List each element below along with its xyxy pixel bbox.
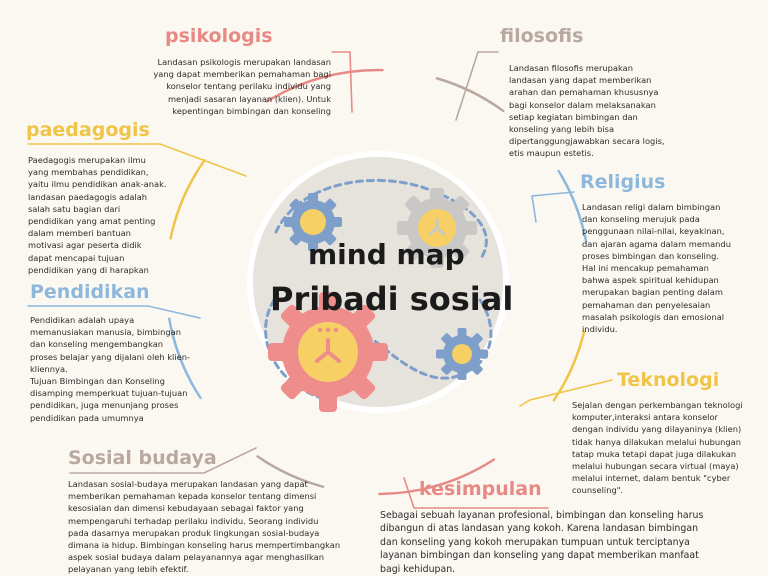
pendidikan-text: Pendidikan adalah upaya memanusiakan man… xyxy=(30,315,191,423)
connector-filosofis xyxy=(455,51,499,121)
religius-title: Religius xyxy=(580,171,666,193)
center-title-line2: Pribadi sosial xyxy=(270,280,514,318)
connector-sosial-budaya xyxy=(69,447,257,474)
psikologis-text: Landasan psikologis merupakan landasan y… xyxy=(153,57,331,116)
connector-pendidikan xyxy=(27,305,201,319)
sosial-budaya-title: Sosial budaya xyxy=(68,447,217,469)
kesimpulan-text: Sebagai sebuah layanan profesional, bimb… xyxy=(380,510,704,575)
sosial-budaya-text: Landasan sosial-budaya merupakan landasa… xyxy=(68,479,341,575)
gear-gray-icon xyxy=(397,188,477,268)
connector-religius xyxy=(531,191,575,223)
connector-psikologis xyxy=(331,51,353,113)
religius-text: Landasan religi dalam bimbingan dan kons… xyxy=(582,202,731,335)
paedagogis-title: paedagogis xyxy=(26,119,150,141)
connector-kesimpulan xyxy=(403,477,549,509)
center-title-line1: mind map xyxy=(308,238,465,271)
gear-blue-small-icon xyxy=(436,328,488,380)
outer-ring xyxy=(164,68,592,496)
psikologis-title: psikologis xyxy=(165,25,273,47)
gear-pink-large-icon xyxy=(268,292,388,412)
paedagogis-text: Paedagogis merupakan ilmu yang membahas … xyxy=(28,155,167,275)
filosofis-text: Landasan filosofis merupakan landasan ya… xyxy=(509,63,665,159)
teknologi-text: Sejalan dengan perkembangan teknologi ko… xyxy=(572,400,743,496)
filosofis-title: filosofis xyxy=(500,25,584,47)
gear-yellow-small-icon xyxy=(284,193,342,251)
kesimpulan-title: kesimpulan xyxy=(419,478,542,500)
pendidikan-title: Pendidikan xyxy=(30,281,150,303)
teknologi-title: Teknologi xyxy=(617,369,720,391)
connector-paedagogis xyxy=(27,143,247,177)
connector-teknologi xyxy=(519,379,613,407)
